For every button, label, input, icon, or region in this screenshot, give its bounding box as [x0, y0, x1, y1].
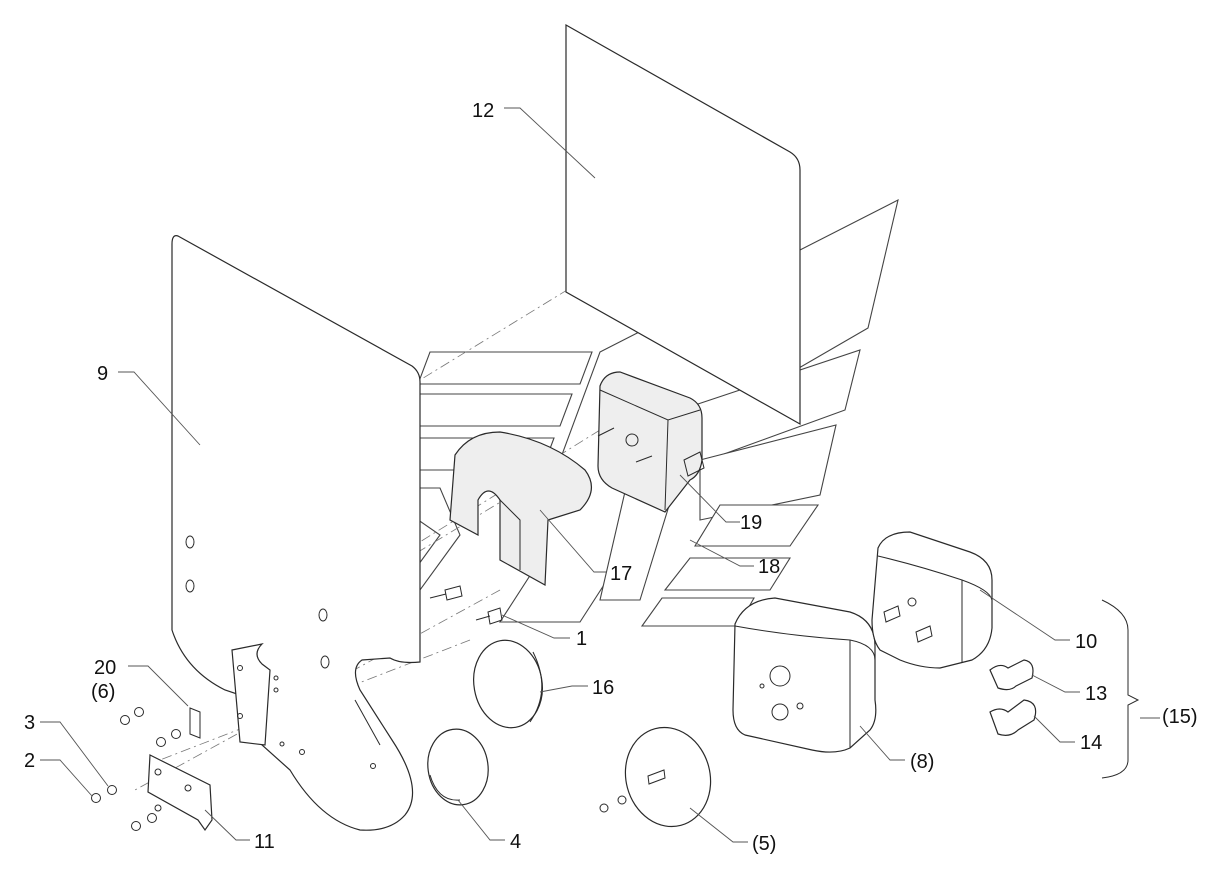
- part-20-holes: [237, 665, 285, 747]
- label-6: (6): [91, 681, 115, 703]
- label-4: 4: [510, 831, 521, 853]
- part-12-glass-panel: [565, 23, 801, 426]
- part-4-lens: [427, 728, 489, 806]
- label-12: 12: [472, 100, 494, 122]
- part-5-lamp: [624, 726, 712, 828]
- label-18: 18: [758, 556, 780, 578]
- part-17-cover: [449, 431, 592, 586]
- label-3: 3: [24, 712, 35, 734]
- part-11-bracket: [147, 754, 213, 832]
- label-16: 16: [592, 677, 614, 699]
- label-5: (5): [752, 833, 776, 855]
- label-1: 1: [576, 628, 587, 650]
- part-20-bracket: [231, 643, 271, 746]
- part-14-bulb: [989, 699, 1037, 736]
- label-15: (15): [1162, 706, 1198, 728]
- label-10: 10: [1075, 631, 1097, 653]
- group-15-brace: [1101, 599, 1140, 779]
- part-9-holes: [185, 535, 381, 769]
- part-1-screws: [429, 585, 503, 625]
- label-9: 9: [97, 363, 108, 385]
- leader-lines: [40, 107, 1160, 843]
- label-17: 17: [610, 563, 632, 585]
- part-9-side-plate: [171, 235, 421, 831]
- part-2-3-6-nuts-washers: [91, 707, 201, 831]
- label-8: (8): [910, 751, 934, 773]
- callout-labels: 12 9 19 17 18 1 10 16 20 (6) 13 (15) 3 1…: [24, 100, 1198, 855]
- part-5-stud: [599, 769, 666, 813]
- label-20: 20: [94, 657, 116, 679]
- label-2: 2: [24, 750, 35, 772]
- part-13-bulb: [989, 659, 1034, 691]
- part-10-housing: [871, 531, 993, 669]
- part-8-housing: [732, 597, 877, 753]
- label-13: 13: [1085, 683, 1107, 705]
- label-14: 14: [1080, 732, 1102, 754]
- label-19: 19: [740, 512, 762, 534]
- label-11: 11: [254, 831, 275, 853]
- part-16-lens: [473, 639, 543, 729]
- part-11-holes: [154, 768, 192, 812]
